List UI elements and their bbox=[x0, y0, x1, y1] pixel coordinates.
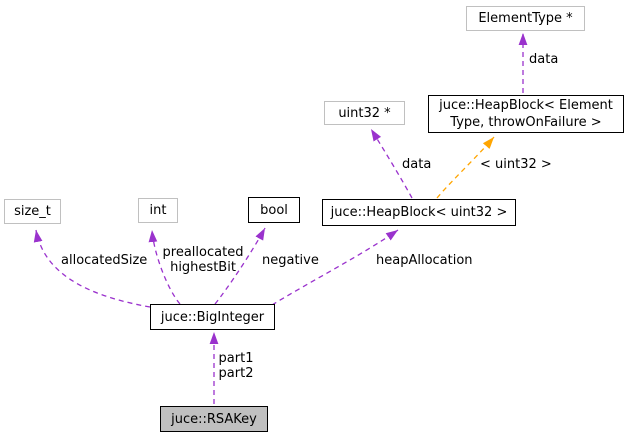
node-bool[interactable]: bool bbox=[248, 197, 300, 223]
edge-label-heap-allocation: heapAllocation bbox=[376, 253, 473, 268]
node-element-type-label: ElementType * bbox=[478, 11, 573, 26]
usage-arrow-allocated-size bbox=[33, 229, 151, 308]
edge-label-part1-part2: part1 part2 bbox=[218, 351, 254, 381]
node-bool-label: bool bbox=[260, 202, 288, 218]
usage-arrow-data-mid bbox=[370, 128, 413, 199]
edge-label-data-mid: data bbox=[402, 157, 432, 172]
node-heapblock-element-type-label: juce::HeapBlock< Element Type, throwOnFa… bbox=[439, 98, 613, 130]
edge-label-data-top: data bbox=[529, 52, 559, 67]
edge-label-template-instantiation: < uint32 > bbox=[480, 157, 552, 172]
node-rsa-key-label: juce::RSAKey bbox=[171, 411, 257, 427]
usage-arrow-negative bbox=[214, 227, 266, 305]
node-heapblock-element-type[interactable]: juce::HeapBlock< Element Type, throwOnFa… bbox=[428, 95, 624, 133]
node-heapblock-uint32[interactable]: juce::HeapBlock< uint32 > bbox=[322, 199, 516, 226]
node-big-integer-label: juce::BigInteger bbox=[160, 309, 265, 325]
edge-label-negative: negative bbox=[262, 253, 319, 268]
node-element-type: ElementType * bbox=[466, 6, 585, 31]
edge-label-allocated-size: allocatedSize bbox=[61, 253, 148, 268]
usage-arrow-preallocated-highest-bit bbox=[148, 229, 181, 305]
node-size-t-label: size_t bbox=[14, 204, 51, 219]
node-int-label: int bbox=[149, 203, 167, 218]
node-uint32-ptr: uint32 * bbox=[324, 101, 405, 125]
node-big-integer[interactable]: juce::BigInteger bbox=[150, 304, 275, 330]
edge-label-preallocated-highest-bit: preallocated highestBit bbox=[162, 245, 244, 275]
usage-arrow-heap-allocation bbox=[271, 229, 399, 306]
node-rsa-key: juce::RSAKey bbox=[160, 406, 268, 432]
template-instantiation-arrow bbox=[436, 136, 495, 199]
node-size-t: size_t bbox=[4, 199, 61, 224]
node-int: int bbox=[138, 198, 178, 223]
node-uint32-ptr-label: uint32 * bbox=[338, 105, 391, 121]
node-heapblock-uint32-label: juce::HeapBlock< uint32 > bbox=[330, 205, 508, 220]
